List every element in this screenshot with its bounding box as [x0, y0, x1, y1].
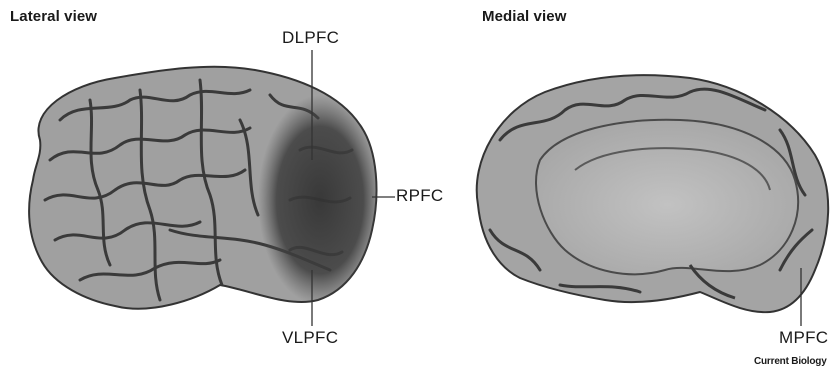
- lateral-brain: [29, 67, 382, 309]
- lateral-view-title: Lateral view: [10, 8, 97, 25]
- medial-wall: [536, 120, 798, 274]
- journal-credit: Current Biology: [754, 356, 827, 367]
- medial-view-title: Medial view: [482, 8, 566, 25]
- rpfc-label: RPFC: [396, 186, 443, 206]
- mpfc-label: MPFC: [779, 328, 828, 348]
- medial-brain: [477, 75, 828, 312]
- pfc-highlight: [258, 95, 382, 305]
- dlpfc-label: DLPFC: [282, 28, 339, 48]
- vlpfc-label: VLPFC: [282, 328, 338, 348]
